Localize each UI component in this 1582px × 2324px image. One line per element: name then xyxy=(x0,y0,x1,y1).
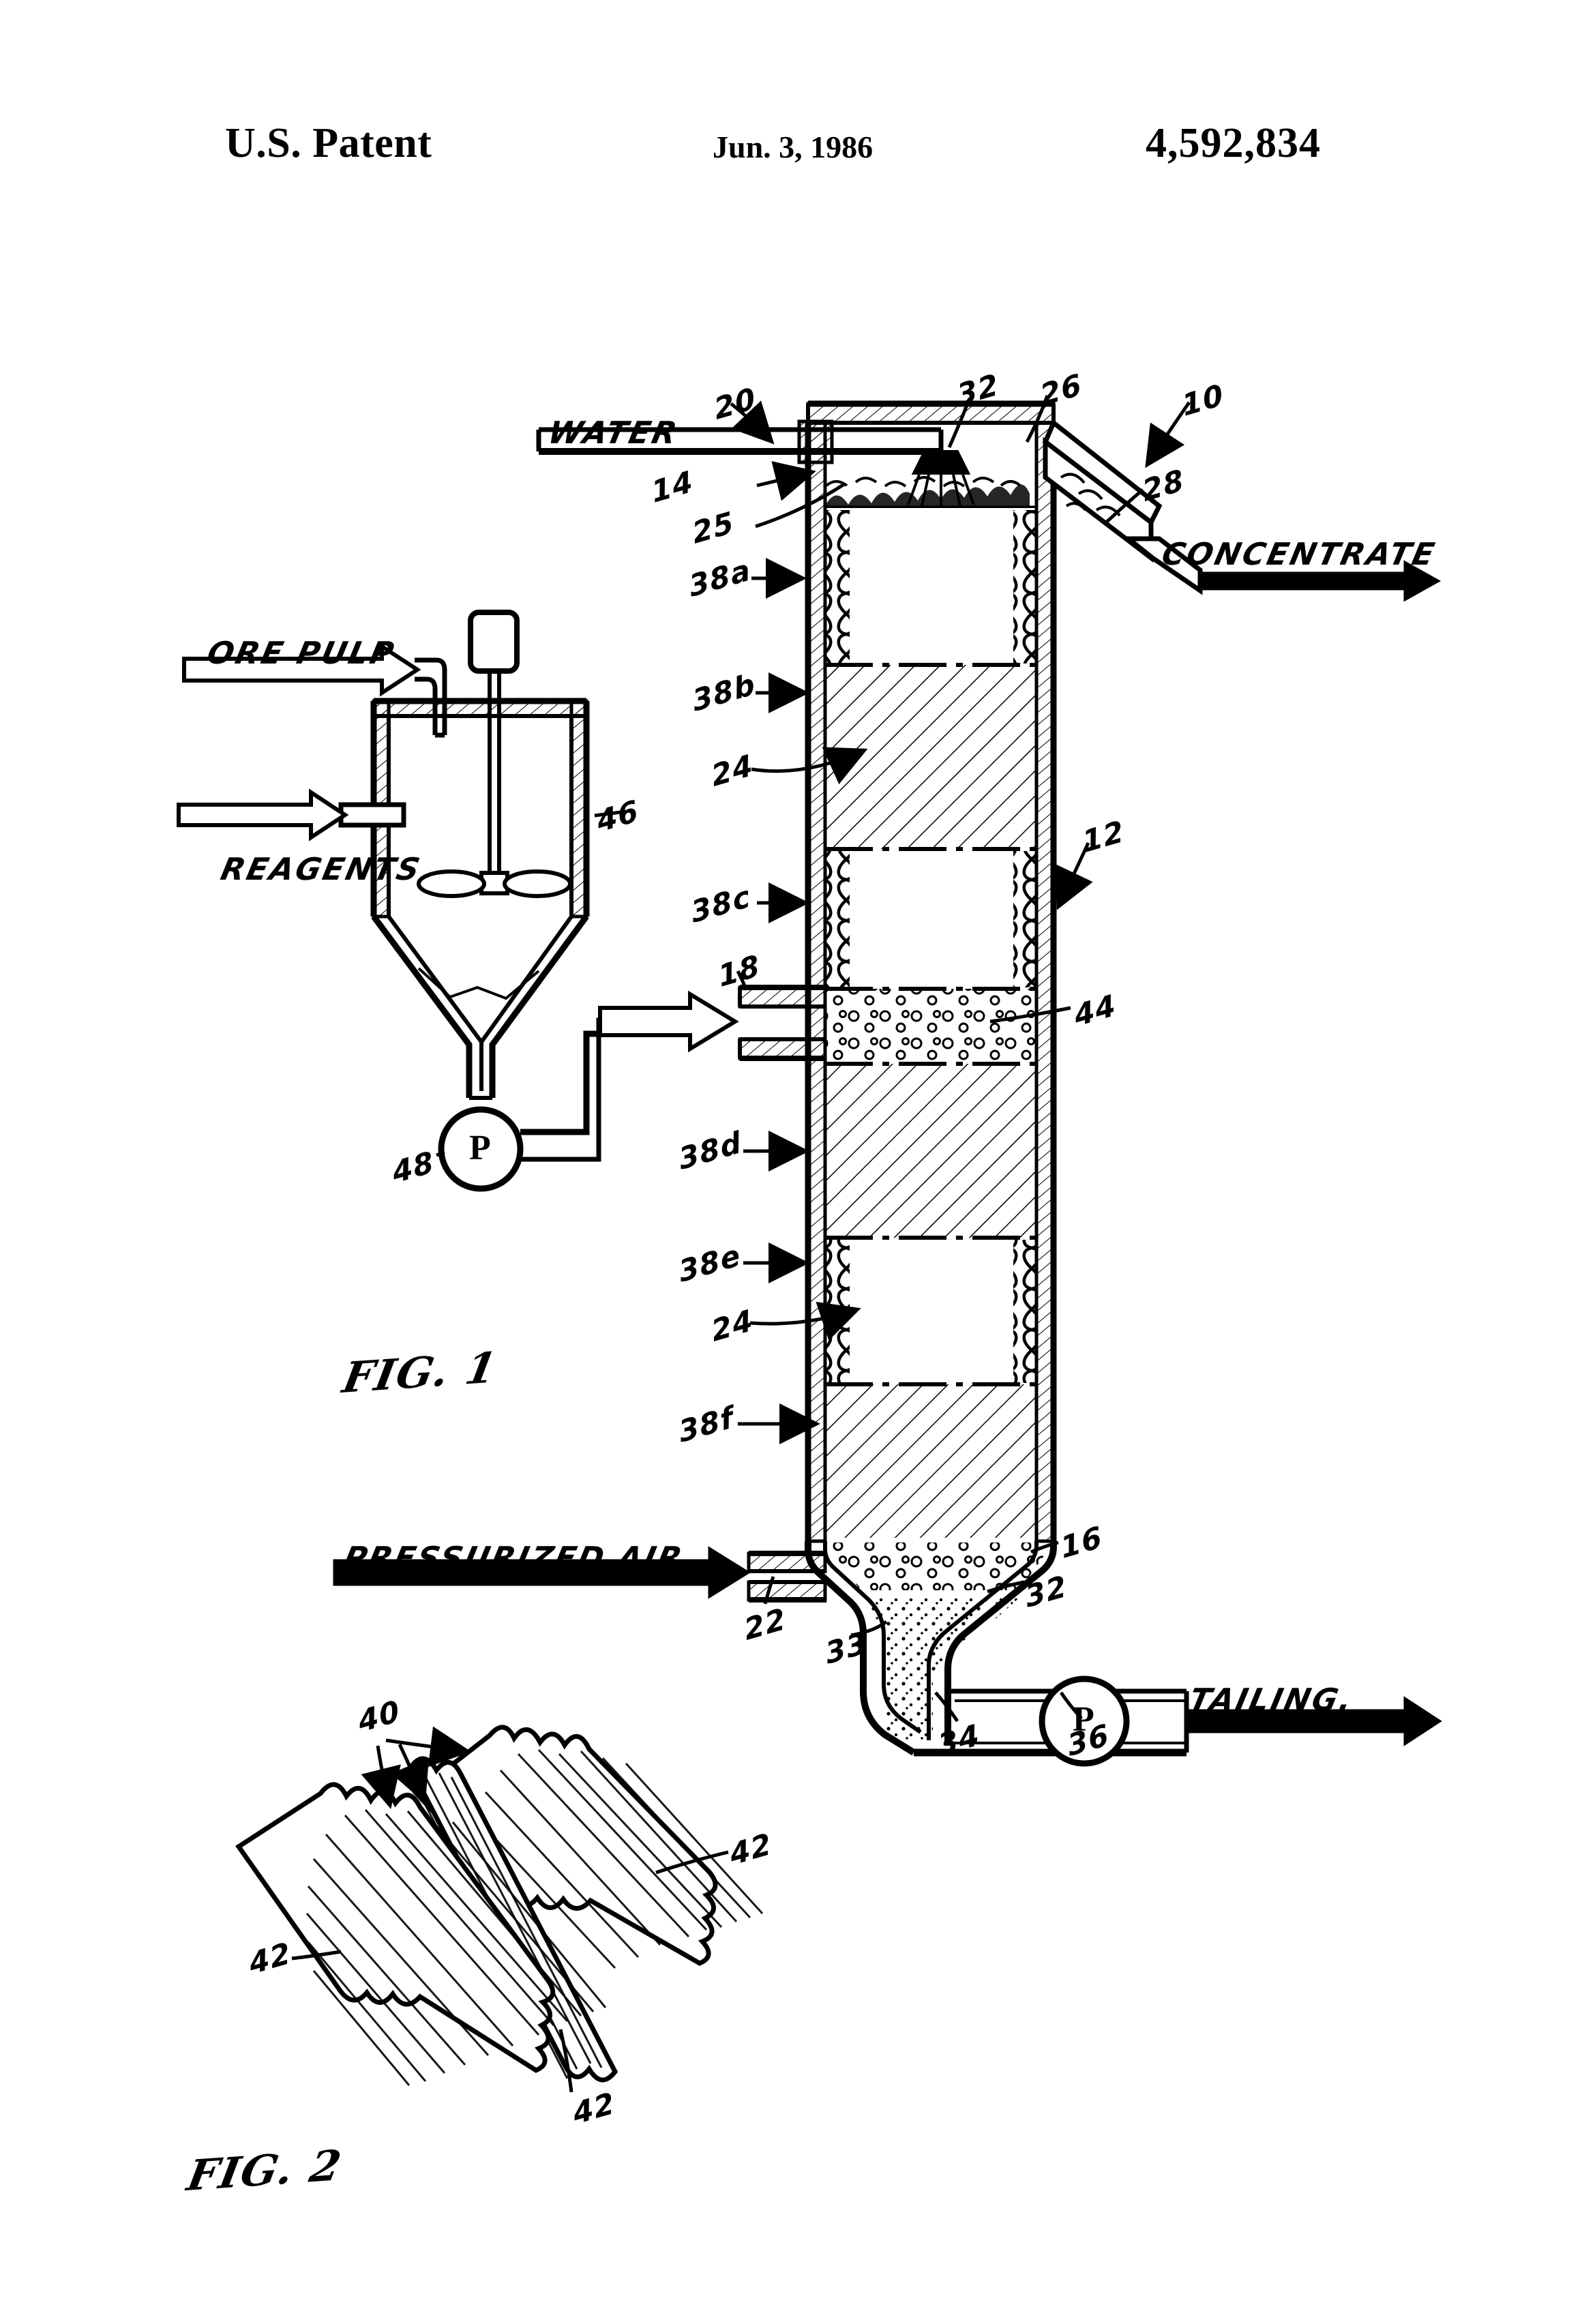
pulp-feed-pump-48 xyxy=(438,1106,524,1192)
tailing-arrow xyxy=(1185,1696,1442,1746)
froth-layer-25 xyxy=(825,476,1036,511)
label-concentrate: CONCENTRATE xyxy=(1159,536,1440,572)
label-reagents: REAGENTS xyxy=(218,851,426,887)
packed-zone-38b xyxy=(825,665,1036,849)
label-tailing: TAILING. xyxy=(1186,1682,1358,1718)
column-top-cap-26 xyxy=(806,400,1056,425)
figure-2-caption: FIG. 2 xyxy=(183,2140,346,2201)
concentrate-arrow xyxy=(1199,560,1442,602)
column-shell-12 xyxy=(805,421,1057,1543)
patent-header: U.S. Patent Jun. 3, 1986 4,592,834 xyxy=(0,119,1582,194)
agitator-assembly xyxy=(417,610,572,898)
pulp-feed-inlet-18 xyxy=(738,985,827,1061)
air-inlet-22 xyxy=(747,1551,827,1603)
label-water: WATER xyxy=(545,415,683,451)
concentrate-launder-28 xyxy=(1042,419,1203,595)
packed-zone-38d xyxy=(825,1064,1036,1238)
packed-zone-38f xyxy=(825,1384,1036,1538)
reagents-arrow xyxy=(177,788,349,841)
ore-pulp-inlet-pipe xyxy=(415,657,447,738)
feed-pump-letter: P xyxy=(469,1129,491,1167)
open-zone-38c xyxy=(825,849,1036,989)
conditioning-tank-46 xyxy=(370,698,590,1100)
bubble-zone-44 xyxy=(825,989,1036,1064)
tailings-pump-36 xyxy=(1039,1675,1130,1767)
pulp-discharge-line xyxy=(520,1017,690,1162)
conditioning-tank-assembly xyxy=(177,610,739,1192)
patent-office-title: U.S. Patent xyxy=(225,120,432,166)
tailings-pump-letter: P xyxy=(1073,1700,1094,1739)
patent-number: 4,592,834 xyxy=(1146,120,1321,166)
label-pressurized-air: PRESSURIZED AIR xyxy=(340,1540,687,1576)
label-ore-pulp: ORE PULP xyxy=(204,635,399,671)
reagents-inlet-nozzle xyxy=(338,802,406,828)
pressurized-air-arrow xyxy=(333,1546,751,1599)
figure-1-caption: FIG. 1 xyxy=(339,1342,502,1403)
spray-nozzle-32 xyxy=(907,450,975,507)
ore-pulp-arrow xyxy=(182,642,421,697)
packing-detail-fig2 xyxy=(235,1725,764,2093)
flotation-column-assembly xyxy=(333,395,1442,1767)
pulp-feed-arrow xyxy=(598,990,739,1053)
patent-issue-date: Jun. 3, 1986 xyxy=(713,130,874,164)
open-zone-38a xyxy=(825,508,1036,665)
